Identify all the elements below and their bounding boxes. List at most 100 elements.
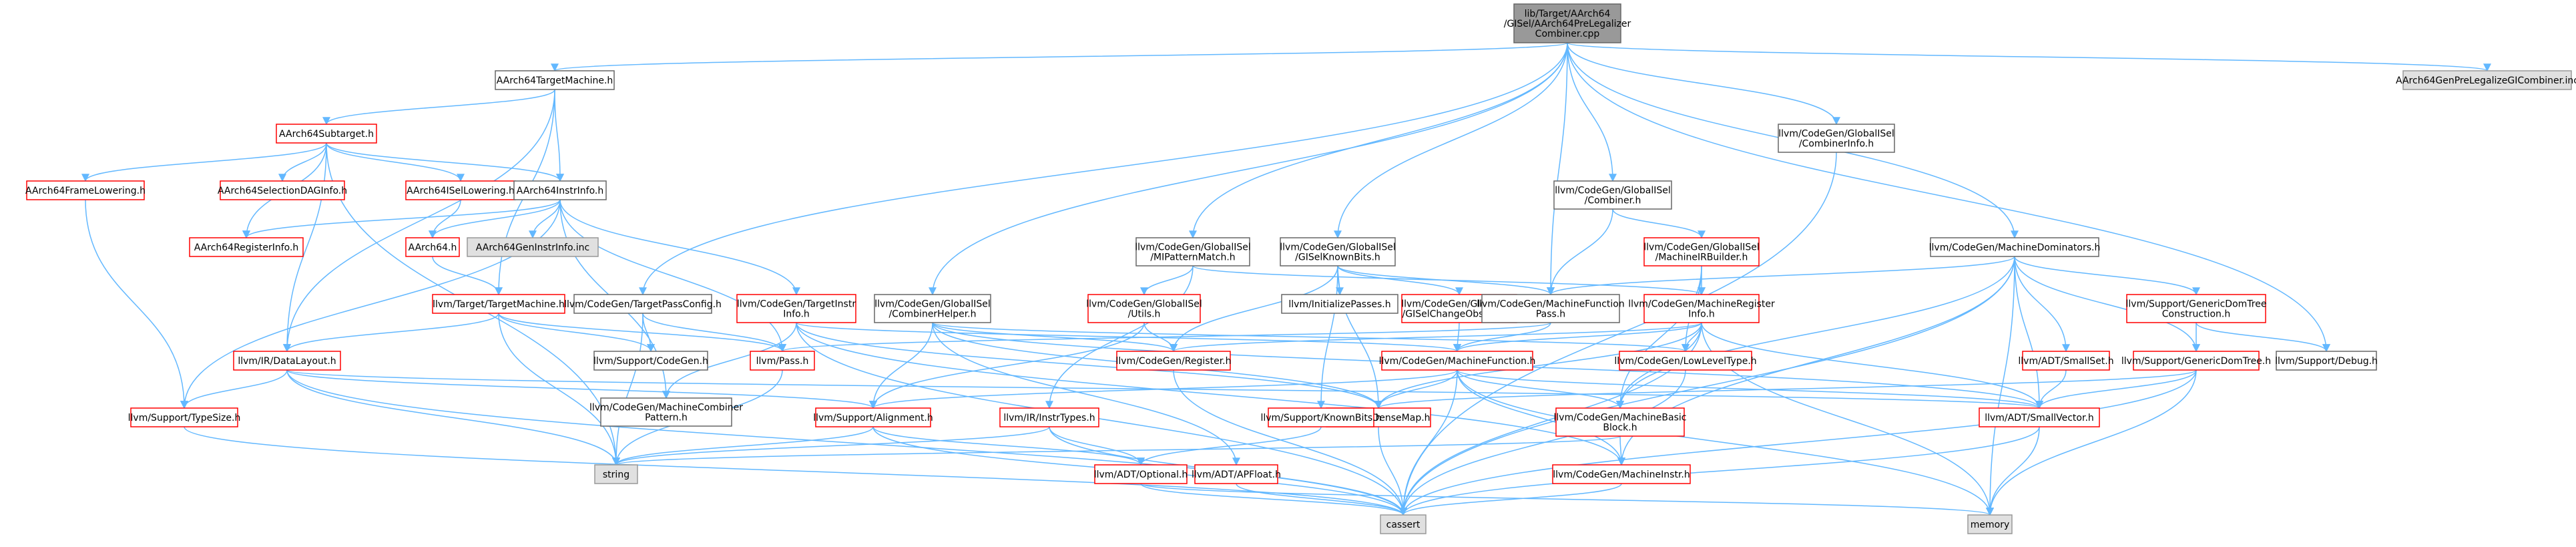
edge-kb-to-mfp: [1337, 265, 1555, 296]
node-mip[interactable]: llvm/CodeGen/GlobalISel/MIPatternMatch.h: [1135, 237, 1251, 266]
node-a64h-label-line: AArch64.h: [409, 242, 457, 253]
node-mri-box: [1643, 294, 1760, 323]
edge-root-to-comb: [1567, 42, 1617, 182]
node-align[interactable]: llvm/Support/Alignment.h: [813, 407, 933, 427]
node-a64fl-box: [26, 180, 145, 200]
node-a64ii[interactable]: AArch64InstrInfo.h: [513, 180, 607, 200]
node-mi-box: [1552, 464, 1691, 484]
node-mri-label-line: Info.h: [1688, 309, 1715, 320]
node-debug[interactable]: llvm/Support/Debug.h: [2275, 351, 2378, 371]
node-tpc[interactable]: llvm/CodeGen/TargetPassConfig.h: [564, 294, 722, 314]
node-mirb[interactable]: llvm/CodeGen/GlobalISel/MachineIRBuilder…: [1643, 237, 1760, 266]
edge-mf-to-dm: [1374, 369, 1458, 409]
node-pass-label-line: llvm/Pass.h: [756, 356, 809, 367]
node-initp[interactable]: llvm/InitializePasses.h: [1281, 294, 1398, 314]
node-instrtypes[interactable]: llvm/IR/InstrTypes.h: [999, 407, 1099, 427]
node-a64fl[interactable]: AArch64FrameLowering.h: [25, 180, 146, 200]
node-mfp-label-line: llvm/CodeGen/MachineFunction: [1477, 299, 1624, 310]
node-pass[interactable]: llvm/Pass.h: [750, 351, 815, 371]
node-inc-box: [2402, 70, 2572, 90]
node-inc-label-line: AArch64GenPreLegalizeGICombiner.inc: [2396, 75, 2576, 86]
node-supcg-box: [593, 351, 708, 371]
node-giutils-label-line: llvm/CodeGen/GlobalISel: [1086, 299, 1202, 310]
edge-dm-to-cassert: [1378, 426, 1407, 516]
node-smallvec[interactable]: llvm/ADT/SmallVector.h: [1979, 407, 2100, 427]
node-a64tm-label-line: AArch64TargetMachine.h: [497, 75, 613, 86]
node-mirb-label-line: llvm/CodeGen/GlobalISel: [1643, 242, 1760, 253]
node-dl-box: [233, 351, 341, 371]
node-a64ri-box: [189, 237, 304, 257]
node-tpc-box: [573, 294, 712, 314]
node-reg[interactable]: llvm/CodeGen/Register.h: [1116, 351, 1232, 371]
node-a64sdag[interactable]: AArch64SelectionDAGInfo.h: [218, 180, 347, 200]
node-align-box: [815, 407, 931, 427]
node-gdt[interactable]: llvm/Support/GenericDomTree.h: [2121, 351, 2271, 371]
node-opt[interactable]: llvm/ADT/Optional.h: [1094, 464, 1188, 484]
node-mi[interactable]: llvm/CodeGen/MachineInstr.h: [1552, 464, 1691, 484]
edge-mfp-to-pass: [778, 322, 1551, 353]
node-a64tm[interactable]: AArch64TargetMachine.h: [495, 70, 615, 90]
node-llt[interactable]: llvm/CodeGen/LowLevelType.h: [1614, 351, 1757, 371]
node-dl[interactable]: llvm/IR/DataLayout.h: [233, 351, 341, 371]
edge-align-to-opt: [872, 426, 1145, 466]
node-a64st-label-line: AArch64Subtarget.h: [279, 129, 374, 140]
edge-mf-to-mbb: [1457, 369, 1624, 409]
node-a64tm-box: [495, 70, 615, 90]
node-mdom[interactable]: llvm/CodeGen/MachineDominators.h: [1929, 237, 2101, 257]
node-instrtypes-box: [999, 407, 1099, 427]
node-mcp-label-line: llvm/CodeGen/MachineCombiner: [589, 403, 743, 413]
edge-gdt-to-cassert: [1399, 369, 2197, 516]
edge-mdom-to-mbb: [1616, 256, 2015, 409]
node-comb-label-line: llvm/CodeGen/GlobalISel: [1555, 186, 1671, 196]
node-cinfo[interactable]: llvm/CodeGen/GlobalISel/CombinerInfo.h: [1778, 124, 1895, 153]
node-comb-box: [1553, 180, 1672, 210]
node-kbits[interactable]: llvm/Support/KnownBits.h: [1260, 407, 1382, 427]
node-supcg-label-line: llvm/Support/CodeGen.h: [593, 356, 708, 367]
node-a64st[interactable]: AArch64Subtarget.h: [276, 124, 377, 144]
node-initp-box: [1281, 294, 1398, 314]
node-comb[interactable]: llvm/CodeGen/GlobalISel/Combiner.h: [1553, 180, 1672, 210]
node-smallset-label-line: llvm/ADT/SmallSet.h: [2018, 356, 2113, 367]
node-giutils[interactable]: llvm/CodeGen/GlobalISel/Utils.h: [1086, 294, 1202, 323]
node-root-label-line: /GISel/AArch64PreLegalizer: [1504, 19, 1631, 29]
node-a64h[interactable]: AArch64.h: [405, 237, 460, 257]
node-smallvec-box: [1979, 407, 2100, 427]
edge-gco-to-mf: [1453, 322, 1462, 353]
node-apf[interactable]: llvm/ADT/APFloat.h: [1192, 464, 1281, 484]
node-gdtc[interactable]: llvm/Support/GenericDomTreeConstruction.…: [2126, 294, 2267, 323]
node-giutils-box: [1087, 294, 1201, 323]
node-a64isel[interactable]: AArch64ISelLowering.h: [405, 180, 516, 200]
node-ch[interactable]: llvm/CodeGen/GlobalISel/CombinerHelper.h: [874, 294, 991, 323]
node-ttm[interactable]: llvm/Target/TargetMachine.h: [432, 294, 565, 314]
edge-mdom-to-smallvec: [2014, 256, 2043, 409]
node-a64gen-box: [467, 237, 599, 257]
node-smallset[interactable]: llvm/ADT/SmallSet.h: [2018, 351, 2114, 371]
edge-a64ii-to-tii: [559, 199, 800, 296]
edge-mip-to-instrtypes: [1045, 265, 1194, 409]
node-mcp-box: [600, 397, 732, 427]
edge-mip-to-giutils: [1140, 265, 1194, 296]
node-mi-label-line: llvm/CodeGen/MachineInstr.h: [1553, 470, 1690, 480]
edge-a64ii-to-a64ri: [242, 199, 561, 239]
node-cassert: cassert: [1380, 514, 1427, 534]
node-supcg[interactable]: llvm/Support/CodeGen.h: [593, 351, 708, 371]
edge-instrtypes-to-string: [612, 426, 1050, 466]
edge-tii-to-mf: [796, 322, 1461, 353]
node-a64gen: AArch64GenInstrInfo.inc: [467, 237, 599, 257]
node-root-label-line: Combiner.cpp: [1535, 29, 1600, 39]
edge-mi-to-cassert: [1399, 483, 1622, 516]
node-root[interactable]: lib/Target/AArch64/GISel/AArch64PreLegal…: [1504, 3, 1631, 43]
node-ts[interactable]: llvm/Support/TypeSize.h: [128, 407, 241, 427]
edge-kbits-to-opt: [1137, 426, 1322, 466]
edge-root-to-ch: [929, 42, 1568, 296]
node-kb[interactable]: llvm/CodeGen/GlobalISel/GISelKnownBits.h: [1280, 237, 1396, 266]
node-a64ri[interactable]: AArch64RegisterInfo.h: [189, 237, 304, 257]
edge-ch-to-align: [869, 322, 933, 409]
node-mf[interactable]: llvm/CodeGen/MachineFunction.h: [1379, 351, 1536, 371]
node-mbb-label-line: Block.h: [1603, 423, 1637, 433]
